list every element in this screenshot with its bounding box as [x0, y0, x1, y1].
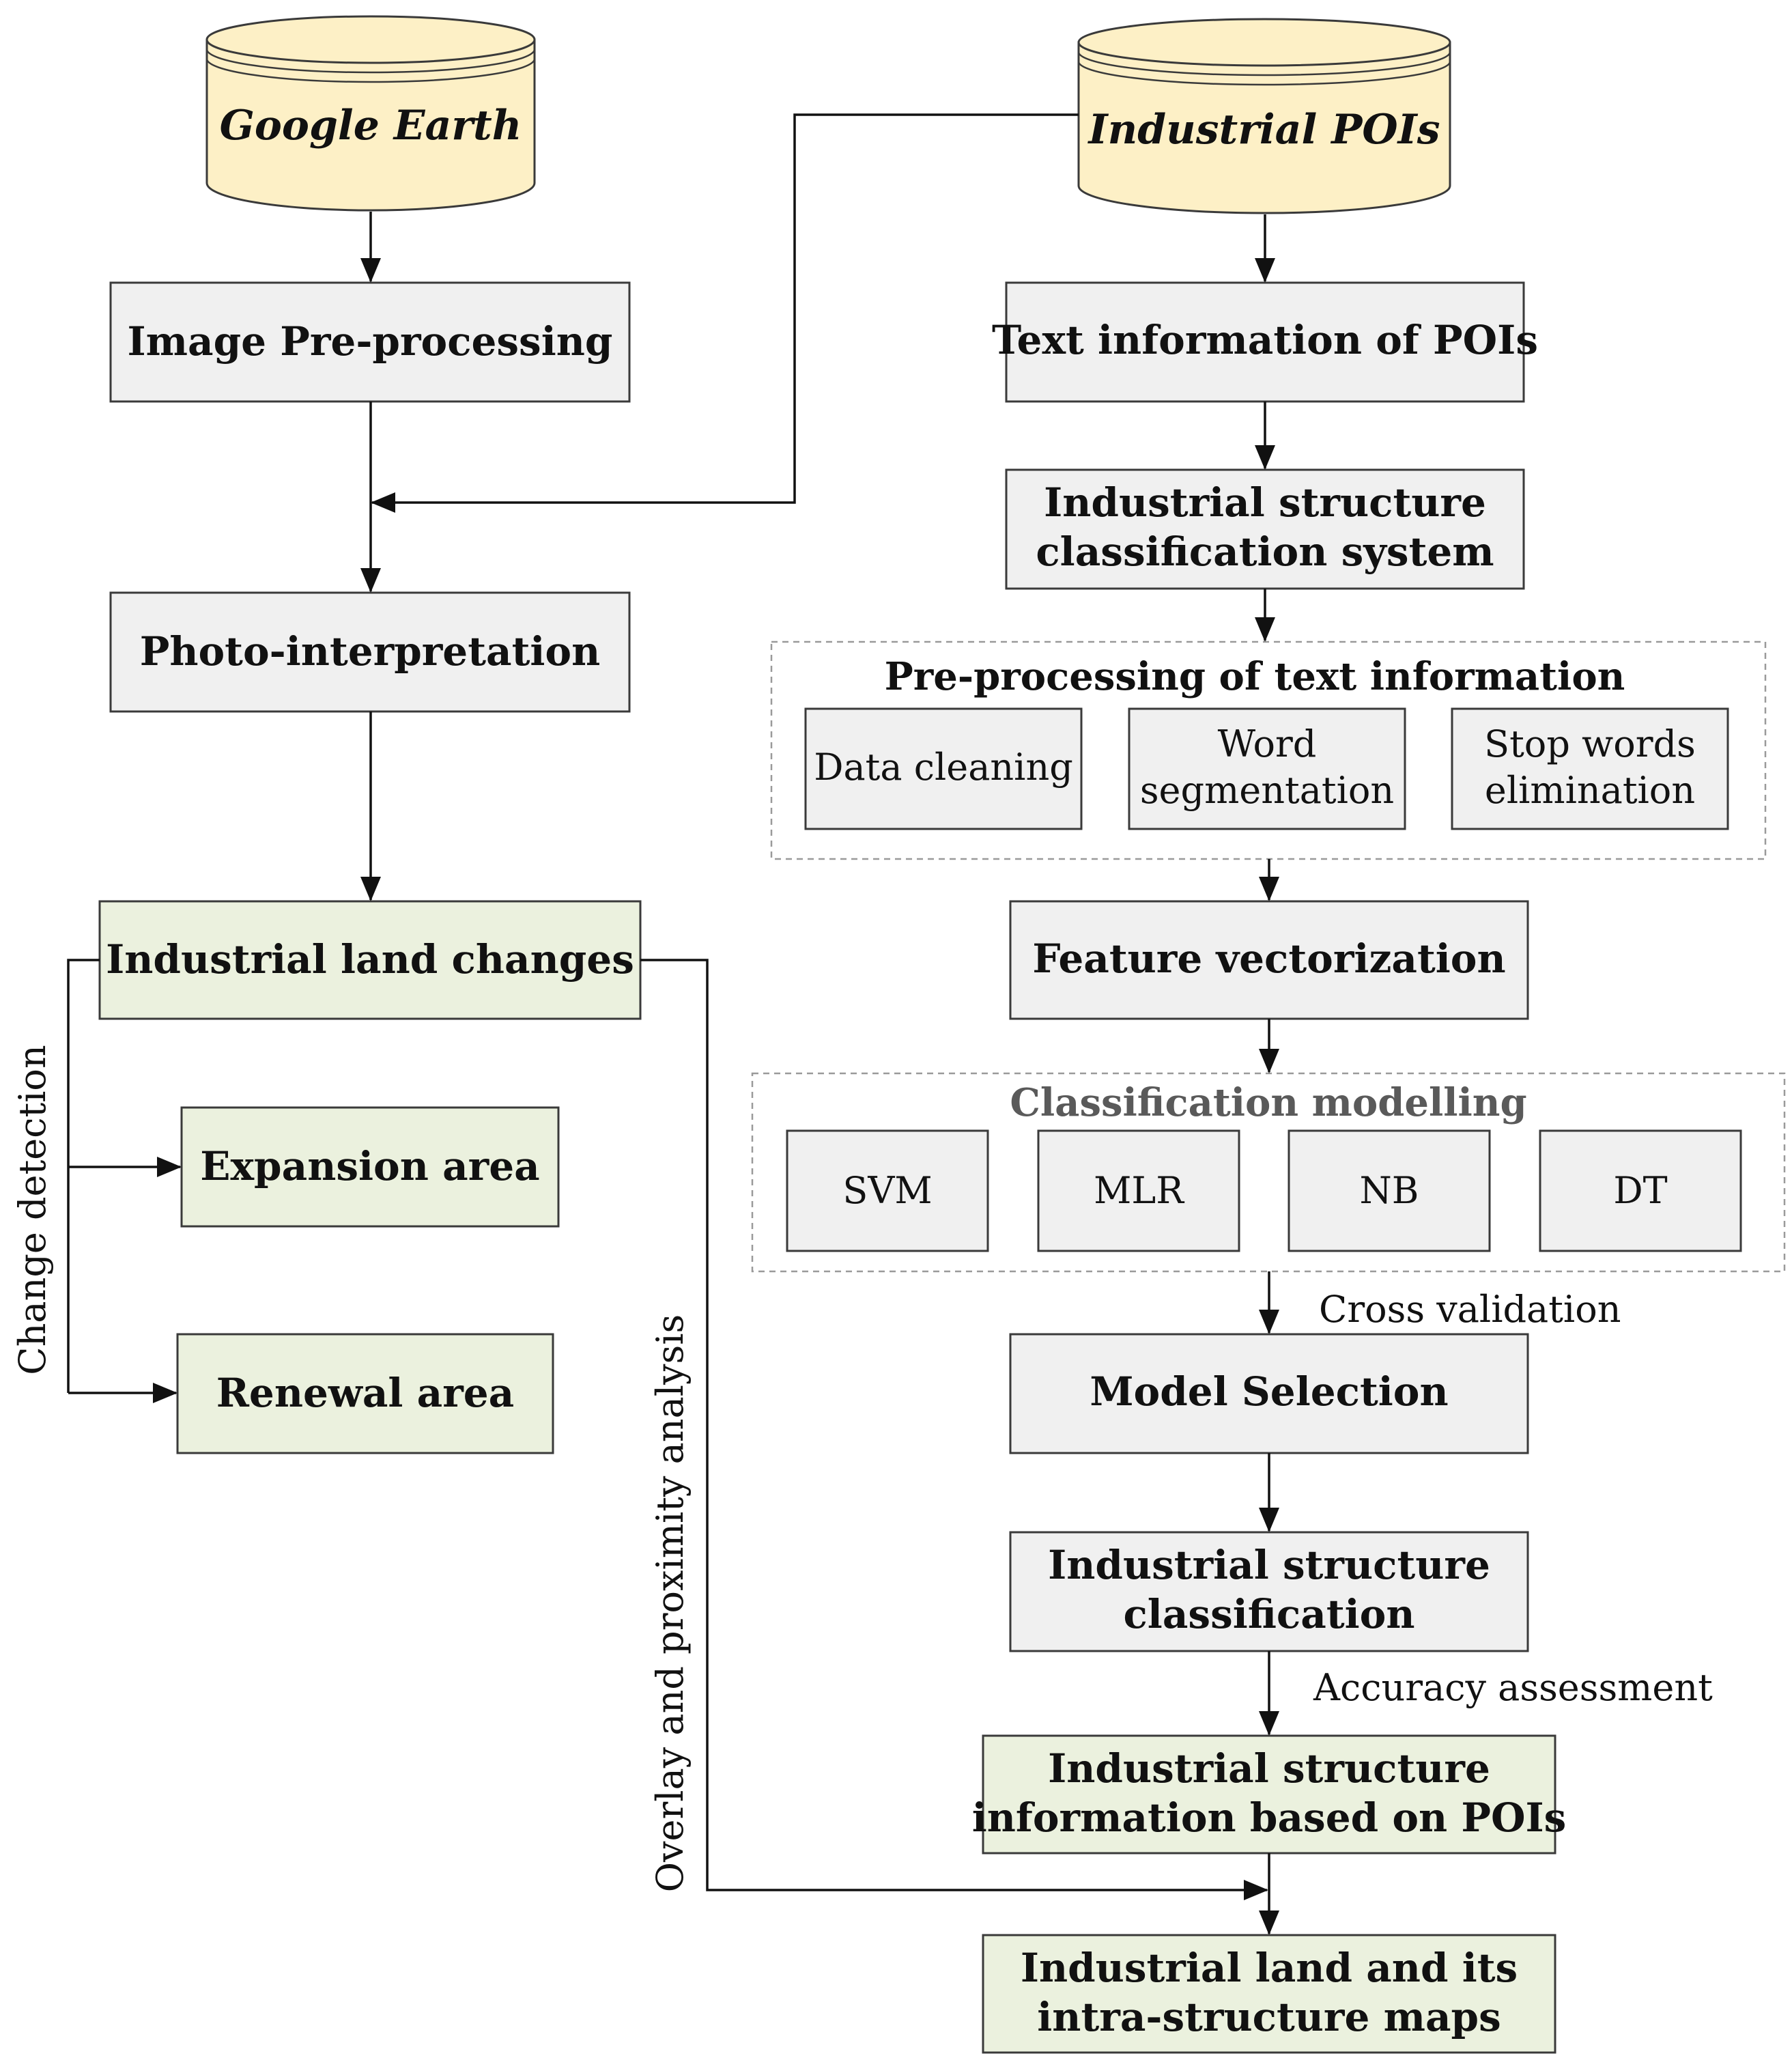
cross-validation-label: Cross validation: [1319, 1288, 1621, 1331]
classification-system-line2: classification system: [1036, 528, 1494, 575]
expansion-area-label: Expansion area: [200, 1143, 539, 1189]
image-preprocessing-box: Image Pre-processing: [109, 281, 631, 403]
edge-pois-to-left-merge: [371, 113, 1079, 513]
structure-classification-line2: classification: [1123, 1591, 1414, 1637]
classification-system-line1: Industrial structure: [1044, 479, 1486, 526]
text-information-label: Text information of POIs: [992, 317, 1538, 363]
model-label-svm: SVM: [842, 1169, 932, 1212]
structure-classification-box: Industrial structure classification: [1009, 1531, 1529, 1652]
industrial-land-changes-label: Industrial land changes: [106, 936, 634, 983]
classification-modelling-title: Classification modelling: [1010, 1080, 1526, 1125]
photo-interpretation-label: Photo-interpretation: [140, 628, 601, 675]
model-label-dt: DT: [1613, 1169, 1667, 1212]
google-earth-database: Google Earth: [205, 15, 536, 212]
industrial-land-changes-box: Industrial land changes: [98, 900, 642, 1020]
model-label-nb: NB: [1360, 1169, 1419, 1212]
google-earth-label: Google Earth: [220, 102, 522, 150]
classification-modelling-group: Classification modelling SVM MLR NB DT: [751, 1072, 1786, 1273]
connectors: [67, 113, 1279, 1935]
structure-information-box: Industrial structure information based o…: [972, 1734, 1567, 1855]
feature-vectorization-box: Feature vectorization: [1009, 900, 1529, 1020]
renewal-area-box: Renewal area: [176, 1333, 554, 1454]
industrial-pois-label: Industrial POIs: [1087, 106, 1440, 154]
word-segmentation-box: Word segmentation: [1128, 707, 1406, 830]
data-cleaning-label: Data cleaning: [814, 746, 1073, 789]
model-selection-box: Model Selection: [1009, 1333, 1529, 1454]
edge-change-detection-trunk: [67, 959, 100, 1393]
stop-words-line2: elimination: [1485, 769, 1695, 812]
preprocessing-group-title: Pre-processing of text information: [885, 654, 1625, 699]
data-cleaning-box: Data cleaning: [804, 707, 1083, 830]
preprocessing-group: Pre-processing of text information Data …: [770, 640, 1767, 860]
industrial-pois-database: Industrial POIs: [1077, 18, 1451, 214]
model-box-nb: NB: [1288, 1129, 1491, 1252]
stop-words-box: Stop words elimination: [1451, 707, 1729, 830]
expansion-area-box: Expansion area: [180, 1106, 560, 1228]
renewal-area-label: Renewal area: [216, 1370, 515, 1416]
model-box-mlr: MLR: [1037, 1129, 1240, 1252]
final-maps-line1: Industrial land and its: [1021, 1945, 1518, 1991]
photo-interpretation-box: Photo-interpretation: [109, 591, 631, 713]
text-information-box: Text information of POIs: [992, 281, 1538, 403]
model-label-mlr: MLR: [1094, 1169, 1184, 1212]
image-preprocessing-label: Image Pre-processing: [128, 318, 613, 365]
feature-vectorization-label: Feature vectorization: [1032, 935, 1505, 982]
model-box-svm: SVM: [786, 1129, 989, 1252]
edge-overlay-to-final: [640, 959, 1268, 1900]
model-selection-label: Model Selection: [1090, 1368, 1448, 1415]
model-box-dt: DT: [1539, 1129, 1742, 1252]
word-segmentation-line2: segmentation: [1140, 769, 1394, 812]
change-detection-label: Change detection: [11, 1045, 54, 1375]
stop-words-line1: Stop words: [1484, 722, 1696, 765]
structure-classification-line1: Industrial structure: [1048, 1542, 1490, 1588]
classification-system-box: Industrial structure classification syst…: [1005, 468, 1525, 590]
overlay-proximity-label: Overlay and proximity analysis: [649, 1314, 692, 1893]
final-maps-box: Industrial land and its intra-structure …: [982, 1934, 1556, 2054]
word-segmentation-line1: Word: [1218, 722, 1317, 765]
structure-information-line2: information based on POIs: [972, 1794, 1567, 1841]
accuracy-assessment-label: Accuracy assessment: [1313, 1666, 1713, 1709]
final-maps-line2: intra-structure maps: [1037, 1994, 1501, 2040]
structure-information-line1: Industrial structure: [1048, 1745, 1490, 1792]
